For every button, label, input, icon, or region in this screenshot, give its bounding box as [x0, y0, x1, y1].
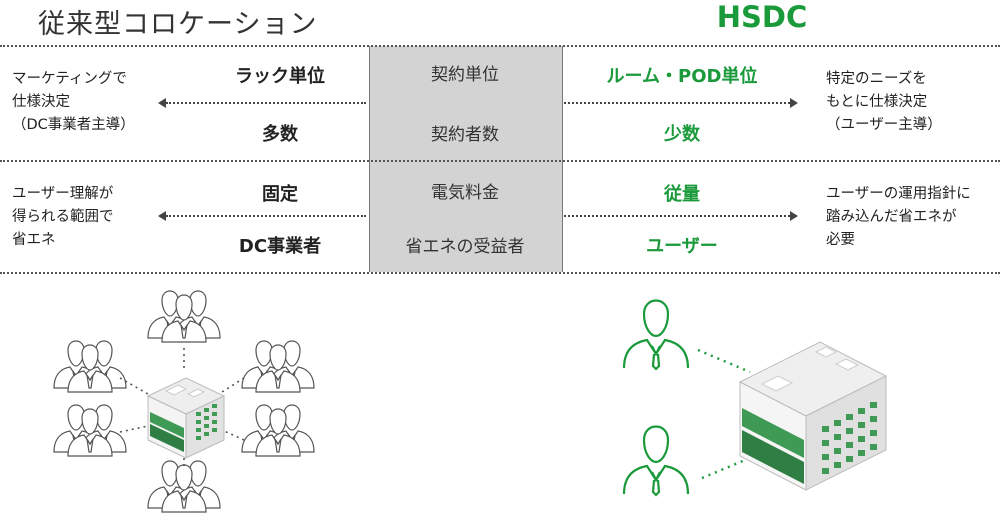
arrow-right-bottom-line — [564, 215, 790, 217]
note-left-bottom: ユーザー理解が 得られる範囲で 省エネ — [12, 186, 114, 248]
note-right-bottom: ユーザーの運用指針に 踏み込んだ省エネが 必要 — [826, 186, 971, 248]
divider-top — [0, 45, 1000, 47]
arrow-left-top-line — [166, 102, 366, 104]
row3-right-label: 従量 — [664, 184, 700, 205]
arrow-left-bottom-line — [166, 215, 366, 217]
building-icon — [738, 341, 888, 491]
building-icon — [146, 377, 226, 459]
row4-left-label: DC事業者 — [238, 236, 322, 257]
row1-right-label: ルーム・POD単位 — [606, 66, 758, 87]
left-title: 従来型コロケーション — [38, 9, 318, 40]
divider-middle — [0, 160, 1000, 162]
row2-left-label: 多数 — [262, 124, 298, 145]
row2-right-label: 少数 — [664, 124, 700, 145]
row3-left-label: 固定 — [262, 184, 298, 205]
row4-right-label: ユーザー — [646, 236, 718, 257]
arrow-left-top-head — [158, 98, 166, 108]
row2-center-label: 契約者数 — [431, 125, 499, 145]
divider-bottom — [0, 272, 1000, 274]
arrow-right-top-head — [790, 98, 798, 108]
note-left-top: マーケティングで 仕様決定 （DC事業者主導） — [12, 71, 135, 133]
row1-left-label: ラック単位 — [235, 66, 325, 87]
row1-center-label: 契約単位 — [431, 65, 499, 85]
row3-center-label: 電気料金 — [431, 183, 499, 203]
right-title: HSDC — [716, 0, 808, 34]
arrow-left-bottom-head — [158, 211, 166, 221]
arrow-right-bottom-head — [790, 211, 798, 221]
note-right-top: 特定のニーズを もとに仕様決定 （ユーザー主導） — [826, 71, 942, 133]
row4-center-label: 省エネの受益者 — [405, 237, 525, 257]
arrow-right-top-line — [564, 102, 790, 104]
center-column — [369, 46, 563, 272]
user-icon — [622, 299, 690, 497]
